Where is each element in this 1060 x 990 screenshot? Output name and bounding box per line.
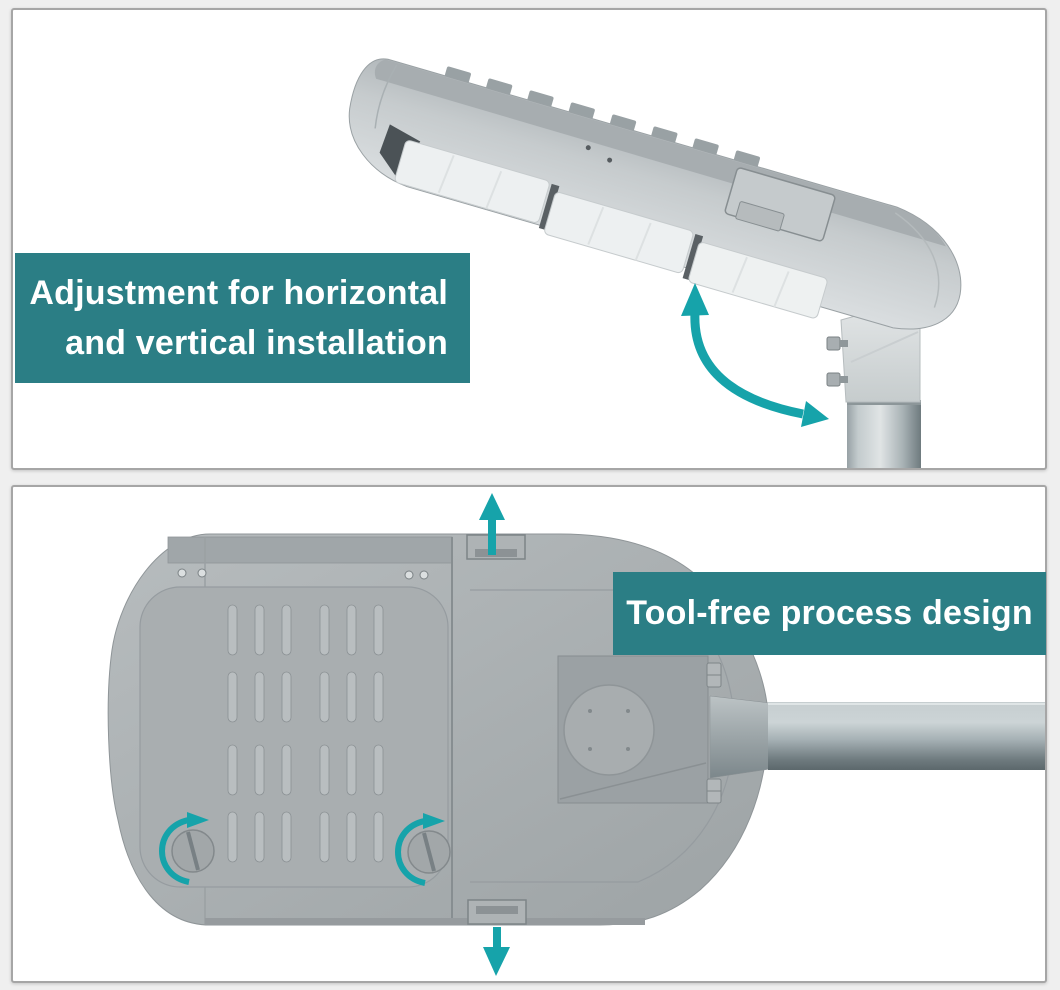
ventilation-slots: [227, 604, 384, 863]
nose-shadow-wedge: [379, 124, 421, 177]
banner-line: Tool-free process design: [626, 594, 1033, 632]
rotate-knob-arrow-left: [159, 812, 209, 885]
top-photo-panel: Adjustment for horizontal and vertical i…: [11, 8, 1047, 470]
bottom-photo-panel: Tool-free process design: [11, 485, 1047, 983]
quarter-turn-knob-right: [407, 830, 451, 874]
pole-connector: [709, 695, 771, 779]
tilt-adjustment-arc-arrow: [681, 283, 829, 427]
sensor-receptacle-disc: [563, 684, 655, 776]
street-light-back-view-illustration: [107, 493, 1045, 976]
up-arrow: [479, 493, 505, 555]
rotate-knob-arrow-right: [395, 813, 445, 886]
heat-sink-fins: [444, 66, 760, 169]
street-light-head: [348, 58, 962, 330]
feature-banner-tool-free: Tool-free process design: [613, 572, 1046, 655]
down-arrow: [483, 927, 510, 976]
door-bottom-lip: [205, 918, 645, 925]
street-light-side-view-illustration: [348, 58, 962, 468]
end-cap-seam: [894, 212, 940, 308]
banner-line: Adjustment for horizontal: [29, 274, 448, 312]
vent-door-face: [139, 586, 449, 888]
led-modules: [394, 140, 828, 319]
vertical-pole: [847, 400, 921, 468]
adjustment-bolt: [826, 336, 848, 351]
driver-cover-latch: [724, 167, 836, 242]
door-hinge-strip: [167, 536, 453, 564]
horizontal-pole: [768, 702, 1045, 770]
cover-screws: [177, 568, 429, 580]
feature-banner-adjustment: Adjustment for horizontal and vertical i…: [15, 253, 470, 383]
banner-line: and vertical installation: [65, 324, 448, 362]
quarter-turn-knob-left: [171, 829, 215, 873]
hinge-pins: [706, 662, 722, 804]
lamp-body: [348, 58, 962, 330]
bottom-latch-clip: [467, 899, 527, 925]
adjustment-bolt: [826, 372, 848, 387]
